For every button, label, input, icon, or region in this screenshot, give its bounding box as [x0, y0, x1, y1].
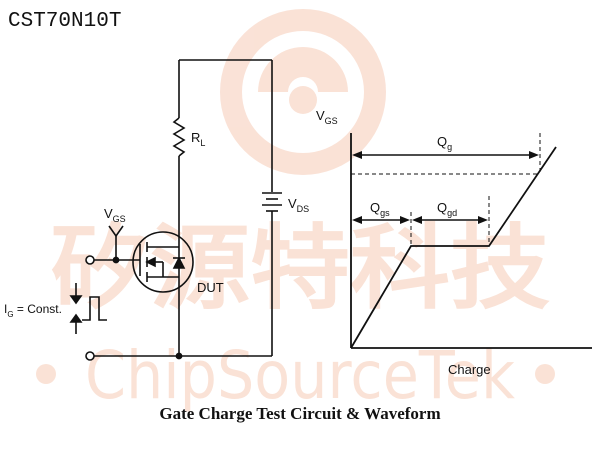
watermark-cjk: 矽源特科技 [50, 215, 550, 322]
qgd-label: Qgd [437, 200, 457, 218]
bottom-terminal [85, 351, 95, 361]
figure-caption: Gate Charge Test Circuit & Waveform [159, 404, 441, 423]
gate-voltage-label: VGS [104, 206, 126, 224]
dut-label: DUT [197, 280, 224, 295]
supply-label: VDS [288, 196, 309, 214]
test-circuit [69, 59, 282, 361]
mosfet-dut-symbol [94, 231, 194, 293]
gate-charge-waveform [350, 133, 592, 349]
watermark-logo [220, 9, 386, 175]
watermark-dot-left [36, 364, 56, 384]
part-number-title: CST70N10T [8, 10, 122, 33]
vgs-trace [350, 146, 557, 349]
dc-supply-symbol [262, 192, 282, 212]
qgs-label: Qgs [370, 200, 390, 218]
qg-label: Qg [437, 134, 452, 152]
resistor-label: RL [191, 130, 205, 148]
load-resistor-symbol [172, 117, 186, 157]
current-pulse-symbol [69, 283, 107, 334]
gate-terminal [85, 255, 95, 265]
watermark-dot-right [535, 364, 555, 384]
y-axis-label: VGS [316, 108, 338, 126]
vgs-probe-symbol [108, 225, 124, 238]
x-axis-label: Charge [448, 362, 491, 377]
watermark-latin: ChipSourceTek [85, 337, 516, 414]
current-source-label: IG = Const. [4, 302, 62, 319]
